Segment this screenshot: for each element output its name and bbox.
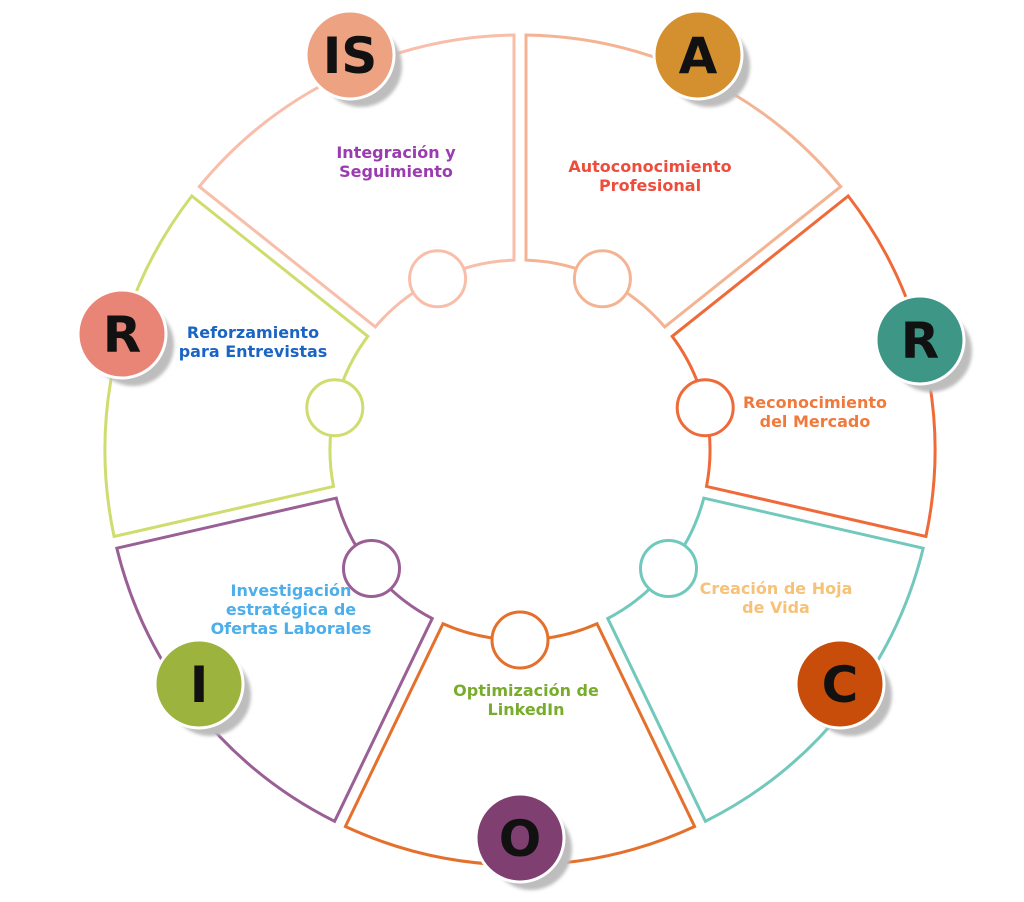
segment-label-line: Creación de Hoja [700, 579, 853, 598]
segment-label-line: Integración y [336, 143, 456, 162]
segment-label-line: Ofertas Laborales [211, 619, 372, 638]
badge-r1: R [874, 294, 972, 392]
badge-letter-r1: R [901, 312, 940, 370]
segment-c [343, 610, 697, 867]
segment-knob-r2 [408, 249, 468, 309]
segment-label-line: de Vida [742, 598, 810, 617]
segment-r2 [197, 33, 516, 329]
badge-letter-c: C [822, 656, 859, 714]
badge-o: O [474, 792, 572, 890]
segment-label-line: Autoconocimiento [568, 157, 731, 176]
badge-a: A [652, 9, 750, 107]
segment-label-line: estratégica de [226, 600, 356, 619]
badge-circle-r2 [76, 288, 168, 380]
segment-label-line: Investigación [231, 581, 352, 600]
segment-knob-c [490, 610, 550, 670]
badge-letter-o: O [499, 810, 542, 868]
segment-label-line: Profesional [599, 176, 701, 195]
segment-r1 [605, 496, 926, 824]
segment-knob-is [572, 249, 632, 309]
badge-circle-is [304, 9, 396, 101]
badge-letter-is: IS [323, 27, 378, 85]
segment-knob-r1 [639, 539, 698, 598]
badge-circle-o [474, 792, 566, 884]
badge-c: C [794, 638, 892, 736]
badge-circle-c [794, 638, 886, 730]
badge-letter-i: I [190, 656, 209, 714]
segment-a [670, 193, 937, 539]
badge-circle-i [153, 638, 245, 730]
badge-r2: R [76, 288, 174, 386]
badges-layer: IS A R C O I R [76, 9, 972, 890]
segment-label-line: Seguimiento [339, 162, 453, 181]
segment-label-line: Optimización de [453, 681, 599, 700]
badge-circle-a [652, 9, 744, 101]
badge-i: I [153, 638, 251, 736]
segment-label-line: del Mercado [760, 412, 871, 431]
badge-is: IS [304, 9, 402, 107]
segment-label-line: LinkedIn [488, 700, 565, 719]
segment-i [103, 193, 370, 539]
segment-knob-i [305, 378, 365, 438]
badge-letter-a: A [679, 27, 718, 85]
badge-letter-r2: R [103, 306, 142, 364]
segment-knob-a [675, 378, 735, 438]
badge-circle-r1 [874, 294, 966, 386]
segment-label-line: Reforzamiento [187, 323, 319, 342]
segment-label-line: para Entrevistas [179, 342, 328, 361]
segment-is [524, 33, 843, 329]
segment-label-line: Reconocimiento [743, 393, 887, 412]
segments-layer [103, 33, 937, 867]
segment-knob-o [342, 539, 401, 598]
segment-o [114, 496, 435, 824]
